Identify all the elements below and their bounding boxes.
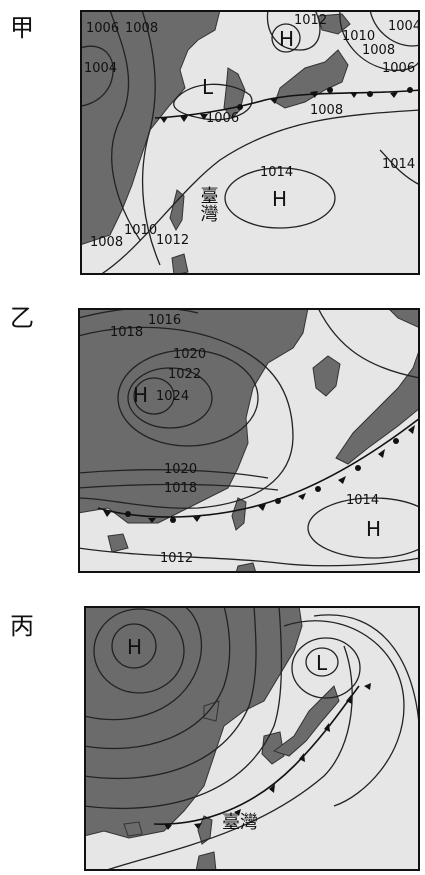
hainan-land [123, 821, 143, 837]
pressure-label: 1004 [388, 19, 420, 34]
isobar [99, 109, 420, 275]
pressure-label: 1008 [362, 43, 395, 58]
isobar [84, 606, 202, 721]
low-pressure-symbol: L [202, 75, 214, 99]
island-land [107, 533, 129, 553]
isobar [78, 469, 269, 479]
isobar [127, 367, 213, 429]
isobar [266, 10, 321, 51]
pressure-label: 1014 [382, 157, 415, 172]
high-pressure-symbol: H [133, 383, 148, 407]
taiwan-land [197, 815, 213, 845]
isobar [103, 645, 353, 871]
high-pressure-symbol: H [279, 27, 294, 51]
front-dots [237, 87, 413, 110]
isobar [80, 45, 114, 107]
pressure-label: 1006 [382, 61, 415, 76]
japan-north-land [387, 308, 420, 329]
isobar [291, 637, 361, 699]
isobar [141, 10, 161, 266]
frontal-line [154, 89, 420, 119]
isobar [84, 606, 231, 750]
isobar [117, 349, 259, 447]
pressure-label: 1008 [125, 21, 158, 36]
taiwan-label: 臺灣 [198, 186, 219, 223]
mainland-land [84, 606, 303, 839]
pressure-label: 1014 [346, 493, 379, 508]
philippines-land [195, 851, 217, 871]
pressure-label: 1008 [310, 103, 343, 118]
pressure-label: 1012 [160, 551, 193, 566]
isobar [133, 377, 175, 415]
philippines-land [235, 562, 257, 573]
japan-land [335, 347, 420, 465]
japan-land [274, 49, 349, 109]
isobar [305, 647, 339, 677]
isobar [283, 620, 405, 807]
isobar [173, 83, 253, 121]
isobar [78, 308, 199, 319]
isobar [307, 497, 420, 559]
pressure-label: 1014 [260, 165, 293, 180]
low-pressure-symbol: L [316, 651, 328, 675]
japan-land [272, 685, 340, 757]
high-pressure-symbol: H [127, 635, 142, 659]
weather-map-jia: 1006 1008 1004 1012 1010 1004 1008 1006 … [80, 10, 420, 275]
pressure-label: 1022 [168, 367, 201, 382]
pressure-label: 1020 [164, 462, 197, 477]
pressure-label: 1012 [294, 13, 327, 28]
panel-label-bing: 丙 [10, 612, 34, 640]
isobar [78, 326, 294, 509]
taiwan-label: 臺灣 [222, 812, 258, 833]
korea-land [312, 355, 341, 397]
philippines-land [171, 253, 189, 275]
isobar [111, 623, 157, 669]
pressure-label: 1012 [156, 233, 189, 248]
panel-label-yi: 乙 [10, 304, 34, 332]
isobar [339, 10, 420, 71]
taiwan-land [231, 497, 247, 531]
pressure-label: 1016 [148, 313, 181, 328]
pressure-label: 1024 [156, 389, 189, 404]
isobar [78, 483, 279, 491]
isobar [84, 606, 283, 809]
pressure-label: 1008 [90, 235, 123, 250]
island-land [203, 700, 220, 722]
front-triangles [160, 91, 398, 123]
pressure-label: 1018 [164, 481, 197, 496]
isobar [109, 10, 141, 241]
weather-map-bing: H L 臺灣 [84, 606, 420, 871]
isobar [78, 547, 420, 567]
panel-label-jia: 甲 [10, 14, 34, 42]
front-dots [125, 438, 399, 523]
pressure-label: 1010 [124, 223, 157, 238]
high-pressure-symbol: H [366, 517, 381, 541]
frontal-line [153, 685, 360, 825]
front-triangles [103, 425, 415, 523]
isobar [84, 606, 257, 780]
isobar [224, 167, 336, 229]
pressure-label: 1020 [173, 347, 206, 362]
isobar [379, 149, 420, 186]
isobar [317, 308, 420, 379]
pressure-label: 1010 [342, 29, 375, 44]
pressure-label: 1006 [86, 21, 119, 36]
pressure-label: 1004 [84, 61, 117, 76]
weather-map-yi: 1016 1018 1020 1022 1024 1020 1018 1014 … [78, 308, 420, 573]
isobar [369, 10, 420, 47]
pressure-label: 1006 [206, 111, 239, 126]
front-triangles [164, 683, 371, 830]
high-pressure-symbol: H [272, 187, 287, 211]
pressure-label: 1018 [110, 325, 143, 340]
isobar [93, 608, 185, 694]
frontal-line [97, 417, 420, 518]
